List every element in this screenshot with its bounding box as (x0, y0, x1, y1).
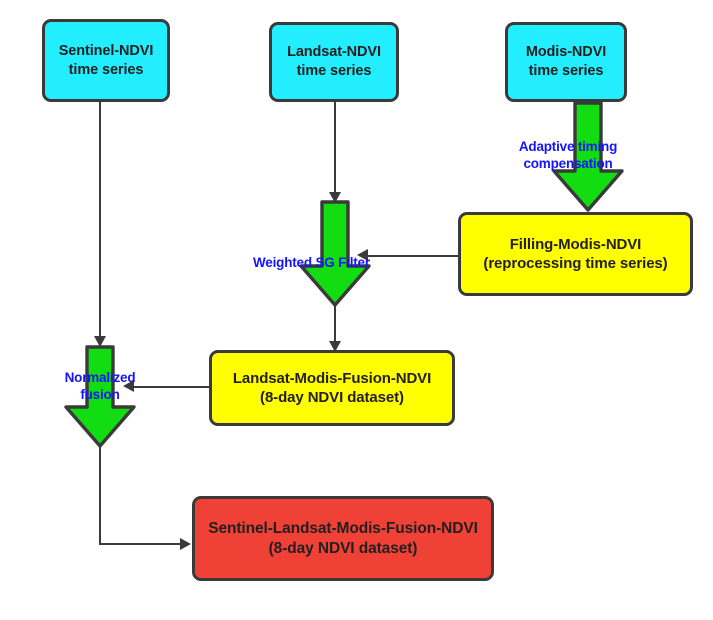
node-sentinel-source-line2: time series (68, 61, 144, 78)
process-label-normalized-fusion-line1: Normalized (64, 370, 136, 385)
process-label-adaptive-timing: Adaptive timing compensation (493, 139, 643, 173)
node-filling-modis-ndvi-line1: Filling-Modis-NDVI (509, 235, 642, 253)
connector-sg-filter-to-fusion-box (334, 303, 336, 348)
process-arrow-adaptive-timing (551, 101, 625, 213)
node-landsat-modis-fusion-ndvi[interactable]: Landsat-Modis-Fusion-NDVI (8-day NDVI da… (209, 350, 455, 426)
process-label-adaptive-timing-line1: Adaptive timing (518, 139, 618, 154)
arrowhead-normalized-fusion-to-final (180, 538, 191, 550)
node-filling-modis-ndvi-line2: (reprocessing time series) (483, 255, 668, 272)
process-arrow-normalized-fusion (63, 345, 137, 449)
process-label-normalized-fusion-line2: fusion (80, 386, 120, 402)
connector-sentinel-to-normalized-fusion (99, 101, 101, 338)
connector-filling-modis-to-sg-filter (362, 255, 460, 257)
node-modis-source[interactable]: Modis-NDVI time series (505, 22, 627, 102)
connector-landsat-to-sg-filter (334, 101, 336, 195)
arrowhead-sg-filter-to-fusion-box (329, 341, 341, 352)
node-sentinel-source-line1: Sentinel-NDVI (58, 42, 154, 59)
node-sentinel-source[interactable]: Sentinel-NDVI time series (42, 19, 170, 102)
node-sentinel-landsat-modis-fusion-ndvi[interactable]: Sentinel-Landsat-Modis-Fusion-NDVI (8-da… (192, 496, 494, 581)
process-label-weighted-sg-filter: Weighted SG Filter (253, 255, 413, 272)
node-landsat-source-line1: Landsat-NDVI (287, 44, 381, 61)
arrowhead-fusion-box-to-normalized-fusion (123, 380, 134, 392)
connector-normalized-fusion-down (99, 444, 101, 544)
node-landsat-source[interactable]: Landsat-NDVI time series (269, 22, 399, 102)
node-modis-source-line1: Modis-NDVI (525, 44, 607, 61)
arrowhead-sentinel-to-normalized-fusion (94, 336, 106, 347)
node-modis-source-line2: time series (528, 63, 604, 79)
node-landsat-modis-fusion-ndvi-line2: (8-day NDVI dataset) (260, 389, 404, 406)
node-final-fusion-line1: Sentinel-Landsat-Modis-Fusion-NDVI (208, 519, 478, 537)
arrowhead-filling-modis-to-sg-filter (357, 249, 368, 261)
process-label-weighted-sg-filter-line1: Weighted SG Filter (253, 255, 370, 270)
connector-normalized-fusion-to-final (99, 543, 184, 545)
node-filling-modis-ndvi[interactable]: Filling-Modis-NDVI (reprocessing time se… (458, 212, 693, 296)
node-final-fusion-line2: (8-day NDVI dataset) (268, 539, 418, 557)
process-label-normalized-fusion: Normalized fusion (41, 370, 159, 404)
connector-fusion-box-to-normalized-fusion (128, 386, 210, 388)
arrowhead-landsat-to-sg-filter (329, 192, 341, 203)
node-landsat-source-line2: time series (296, 63, 372, 79)
process-label-adaptive-timing-line2: compensation (523, 155, 613, 171)
process-arrow-weighted-sg-filter (298, 200, 372, 308)
node-landsat-modis-fusion-ndvi-line1: Landsat-Modis-Fusion-NDVI (232, 369, 432, 387)
